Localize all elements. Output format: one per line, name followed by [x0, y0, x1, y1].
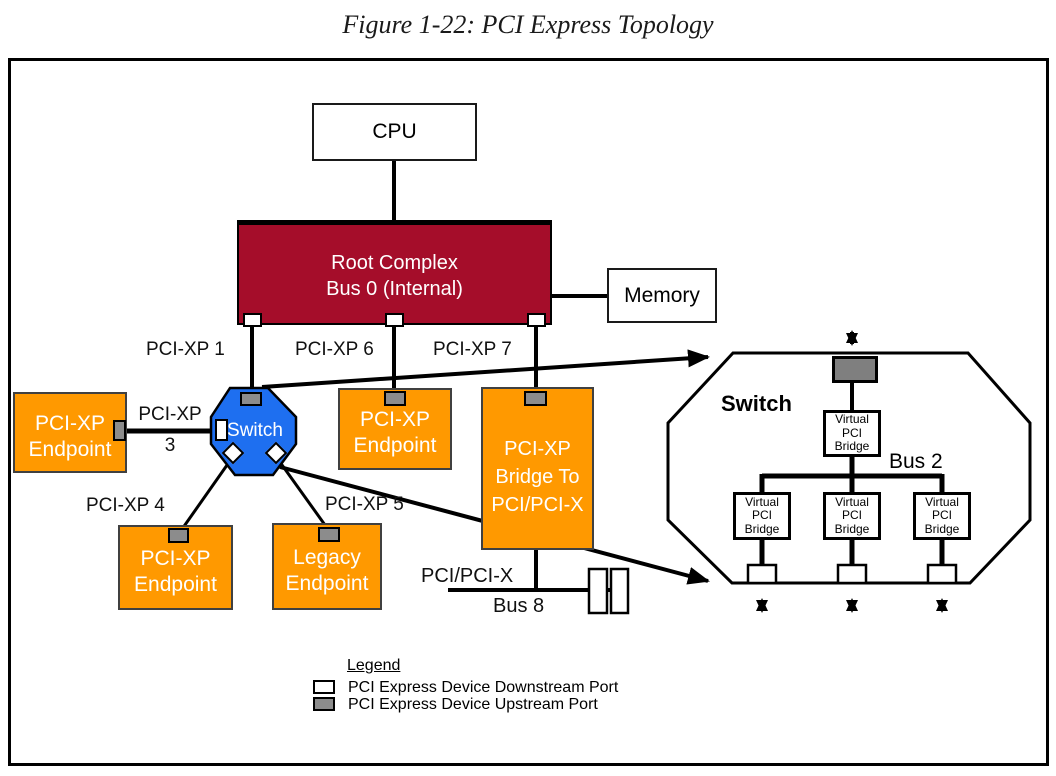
link-switch-endpoint4	[178, 457, 234, 533]
legend-downstream-text: PCI Express Device Downstream Port	[348, 679, 619, 696]
vpb3-label: Virtual PCI Bridge	[924, 494, 960, 536]
pci-slot-1	[587, 567, 609, 615]
bridge-box: PCI-XP Bridge To PCI/PCI-X	[481, 387, 594, 550]
figure-title: Figure 1-22: PCI Express Topology	[342, 10, 714, 39]
label-pcixp3: PCI-XP	[138, 404, 202, 425]
diagram-border	[8, 58, 1049, 766]
bridge-upstream-port	[524, 391, 547, 406]
virtual-pci-bridge-2: Virtual PCI Bridge	[823, 492, 881, 540]
legacy-upstream-port	[318, 527, 340, 542]
legacy-endpoint-box: Legacy Endpoint	[272, 523, 382, 610]
legacy-endpoint-label: Legacy Endpoint	[285, 545, 369, 595]
switch-detail-octagon	[666, 351, 1032, 585]
endpoint-lower-upstream-port	[168, 528, 189, 543]
switch-downstream-port-3	[215, 419, 228, 441]
label-pcixp6: PCI-XP 6	[295, 339, 374, 360]
endpoint-mid-upstream-port	[384, 391, 406, 406]
cpu-box: CPU	[312, 103, 477, 161]
legend-downstream-swatch	[313, 680, 335, 694]
virtual-pci-bridge-1: Virtual PCI Bridge	[733, 492, 791, 540]
sd-downstream-port-1	[746, 563, 778, 585]
legend-upstream-swatch	[313, 697, 335, 711]
bridge-label: PCI-XP Bridge To PCI/PCI-X	[491, 437, 584, 516]
root-complex-box: Root Complex Bus 0 (Internal)	[237, 220, 552, 325]
sd-downstream-port-3	[926, 563, 958, 585]
label-pcixp5: PCI-XP 5	[325, 494, 404, 515]
endpoint-mid-label: PCI-XP Endpoint	[353, 408, 437, 457]
endpoint-left-box: PCI-XP Endpoint	[13, 392, 127, 473]
memory-box: Memory	[607, 268, 717, 323]
endpoint-left-label: PCI-XP Endpoint	[28, 411, 112, 461]
endpoint-left-upstream-port	[113, 420, 126, 441]
cpu-label: CPU	[372, 120, 417, 143]
vpb2-label: Virtual PCI Bridge	[834, 494, 870, 536]
legend-title: Legend	[347, 657, 401, 674]
callout-arrow-top	[261, 349, 710, 389]
endpoint-mid-box: PCI-XP Endpoint	[338, 388, 452, 470]
label-pci-bus-number: Bus 8	[493, 595, 545, 617]
legend-upstream-text: PCI Express Device Upstream Port	[348, 696, 598, 713]
label-bus2: Bus 2	[889, 450, 943, 473]
virtual-pci-bridge-3: Virtual PCI Bridge	[913, 492, 971, 540]
vpb1-label: Virtual PCI Bridge	[744, 494, 780, 536]
memory-label: Memory	[624, 283, 700, 307]
switch-label: Switch	[227, 420, 283, 441]
vpb-top-label: Virtual PCI Bridge	[834, 412, 870, 454]
label-pcixp1: PCI-XP 1	[146, 339, 225, 360]
rc-downstream-port-1	[243, 313, 262, 327]
sd-downstream-port-2	[836, 563, 868, 585]
rc-downstream-port-6	[385, 313, 404, 327]
label-pcixp3-number: 3	[164, 435, 176, 456]
endpoint-lower-label: PCI-XP Endpoint	[134, 546, 217, 596]
label-pcixp7: PCI-XP 7	[433, 339, 512, 360]
switch-upstream-port	[240, 392, 262, 406]
label-pcixp4: PCI-XP 4	[86, 495, 165, 516]
switch-detail-title: Switch	[721, 391, 792, 416]
virtual-pci-bridge-top: Virtual PCI Bridge	[823, 410, 881, 457]
pci-slot-2	[609, 567, 630, 615]
label-pci-bus-name: PCI/PCI-X	[421, 565, 514, 587]
sd-upstream-port	[832, 356, 878, 383]
rc-downstream-port-7	[527, 313, 546, 327]
root-complex-label: Root Complex Bus 0 (Internal)	[326, 252, 463, 300]
